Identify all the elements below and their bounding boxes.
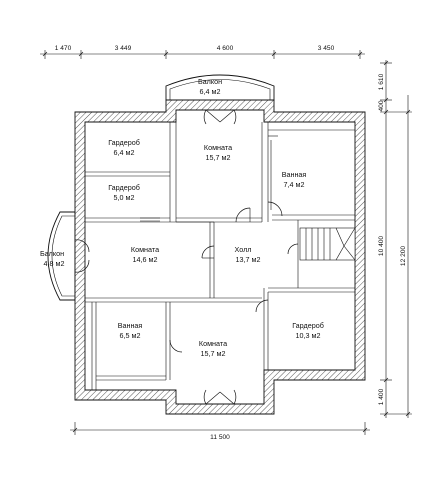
room-name: Ванная [118,321,143,330]
room-area: 15,7 м2 [206,153,231,162]
room-area: 6,5 м2 [120,331,141,340]
room-area: 6,4 м2 [114,148,135,157]
room-name: Комната [131,245,159,254]
room-name: Балкон [40,249,64,258]
room-area: 7,4 м2 [284,180,305,189]
dim-right-4: 1 400 [378,388,385,405]
room-name: Комната [199,339,227,348]
room-name: Комната [204,143,232,152]
exterior-walls [74,99,366,415]
room-area: 5,0 м2 [114,193,135,202]
room-labels: Балкон 6,4 м2 Гардероб 6,4 м2 Комната 15… [40,77,324,358]
dim-top-4: 3 450 [318,45,335,52]
dim-bottom: 11 500 [210,434,230,441]
dim-top-3: 4 600 [217,45,234,52]
partitions [85,122,355,390]
room-area: 14,6 м2 [133,255,158,264]
staircase [299,227,356,261]
dim-right-overall: 12 200 [400,246,407,267]
room-area: 13,7 м2 [236,255,261,264]
room-name: Гардероб [292,321,324,330]
dim-right-2: 400 [378,100,385,111]
dim-top-2: 3 449 [115,45,132,52]
room-name: Гардероб [108,183,140,192]
doors [74,109,299,405]
room-area: 15,7 м2 [201,349,226,358]
dimension-bottom: 11 500 [70,422,370,441]
room-name: Холл [235,245,252,254]
dimension-right: 1 610 400 10 400 1 400 12 200 [378,60,412,418]
balcony-top [165,74,275,101]
room-area: 10,3 м2 [296,331,321,340]
room-name: Балкон [198,77,222,86]
room-name: Гардероб [108,138,140,147]
dim-right-3: 10 400 [378,236,385,257]
dim-top-1: 1 470 [55,45,72,52]
room-name: Ванная [282,170,307,179]
balcony-left [47,211,76,301]
dimension-top: 1 470 3 449 4 600 3 450 [40,45,365,59]
room-area: 6,4 м2 [200,87,221,96]
dim-right-1: 1 610 [378,73,385,90]
room-area: 4,8 м2 [44,259,65,268]
